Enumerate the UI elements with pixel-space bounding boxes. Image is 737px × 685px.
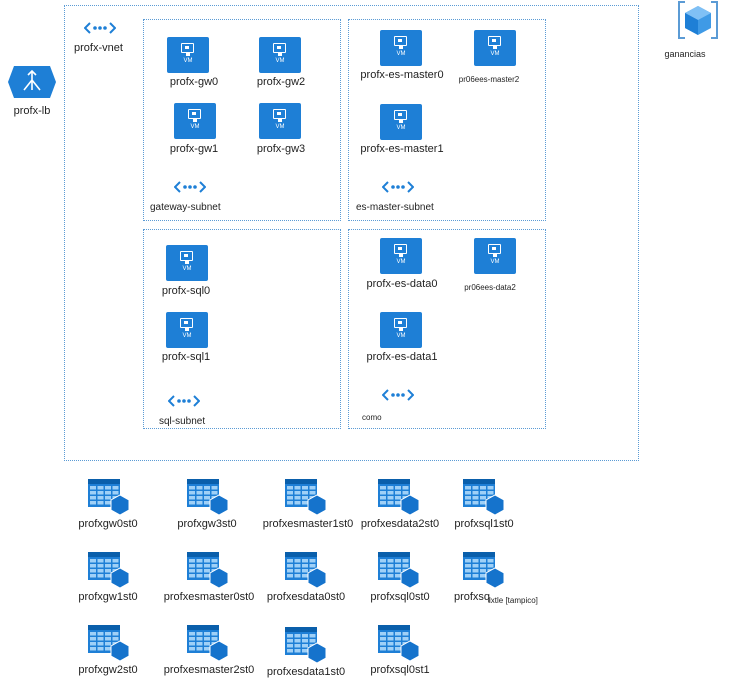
storage-account-label: profxesdata1st0 — [266, 666, 346, 678]
storage-account-label: profxsql0st1 — [370, 664, 430, 676]
storage-account-label: profxesmaster2st0 — [163, 664, 255, 676]
storage-account-icon[interactable] — [86, 477, 132, 517]
storage-account-label: profxsql1st0 — [454, 518, 514, 530]
storage-account-icon[interactable] — [376, 477, 422, 517]
subnet-label: sql-subnet — [159, 416, 206, 427]
resource-group[interactable]: ganancias — [664, 0, 735, 62]
storage-account-icon[interactable] — [185, 550, 231, 590]
vnet-label: profx-vnet — [74, 42, 123, 54]
vm-icon[interactable]: VM — [474, 30, 516, 66]
vm-icon[interactable]: VM — [380, 30, 422, 66]
subnet-icon — [174, 181, 206, 193]
storage-account-icon[interactable] — [376, 550, 422, 590]
storage-account-label: profxesmaster0st0 — [163, 591, 255, 603]
vm-label: profx-gw1 — [169, 143, 219, 155]
storage-account-icon[interactable] — [376, 623, 422, 663]
subnet-es-master[interactable] — [348, 19, 546, 221]
subnet-icon — [382, 389, 414, 401]
vm-icon[interactable]: VM — [166, 312, 208, 348]
load-balancer-label: profx-lb — [13, 105, 51, 117]
subnet-label: gateway-subnet — [150, 202, 221, 213]
vm-icon[interactable]: VM — [380, 238, 422, 274]
vm-label: profx-es-data0 — [366, 278, 438, 290]
storage-account-label: profxgw3st0 — [177, 518, 237, 530]
vm-label: profx-gw0 — [169, 76, 219, 88]
resource-group-label: ganancias — [664, 49, 706, 59]
vm-label: profx-es-master1 — [360, 143, 444, 155]
storage-account-label: profxgw1st0 — [78, 591, 138, 603]
storage-account-label: profxesdata0st0 — [266, 591, 346, 603]
vnet-icon — [84, 22, 116, 34]
storage-account-label: profxsql0st0 — [370, 591, 430, 603]
storage-account-icon[interactable] — [185, 477, 231, 517]
vm-icon[interactable]: VM — [380, 104, 422, 140]
storage-account-icon[interactable] — [283, 550, 329, 590]
subnet-sql[interactable] — [143, 229, 341, 429]
vm-icon[interactable]: VM — [167, 37, 209, 73]
storage-account-icon[interactable] — [461, 550, 507, 590]
storage-account-icon[interactable] — [283, 477, 329, 517]
vm-label: profx-gw2 — [256, 76, 306, 88]
vm-icon[interactable]: VM — [380, 312, 422, 348]
storage-account-label: profxsq — [453, 591, 491, 603]
storage-account-label: profxgw2st0 — [78, 664, 138, 676]
storage-account-icon[interactable] — [461, 477, 507, 517]
storage-account-icon[interactable] — [185, 623, 231, 663]
resource-group-icon — [678, 1, 718, 39]
storage-account-label: profxgw0st0 — [78, 518, 138, 530]
vm-label: pr06ees-data2 — [464, 283, 516, 292]
subnet-icon — [382, 181, 414, 193]
vm-icon[interactable]: VM — [474, 238, 516, 274]
storage-account-icon[interactable] — [283, 625, 329, 665]
vm-icon[interactable]: VM — [166, 245, 208, 281]
storage-account-label: profxesmaster1st0 — [262, 518, 354, 530]
vm-label: profx-es-data1 — [366, 351, 438, 363]
subnet-icon — [168, 395, 200, 407]
vm-label: profx-es-master0 — [360, 69, 444, 81]
vm-label: profx-sql0 — [161, 285, 211, 297]
vm-label: pr06ees-master2 — [458, 75, 520, 84]
storage-account-icon[interactable] — [86, 623, 132, 663]
subnet-como[interactable] — [348, 229, 546, 429]
load-balancer[interactable]: profx-lb — [4, 64, 60, 120]
storage-account-icon[interactable] — [86, 550, 132, 590]
vnet-container[interactable] — [64, 5, 639, 461]
vm-icon[interactable]: VM — [259, 37, 301, 73]
storage-extra-label: lxtle [tampico] — [489, 596, 538, 605]
vm-icon[interactable]: VM — [174, 103, 216, 139]
vm-label: profx-sql1 — [161, 351, 211, 363]
vm-icon[interactable]: VM — [259, 103, 301, 139]
subnet-label: como — [362, 413, 382, 422]
load-balancer-icon — [8, 66, 56, 98]
vm-label: profx-gw3 — [256, 143, 306, 155]
subnet-label: es-master-subnet — [356, 202, 434, 213]
subnet-gateway[interactable] — [143, 19, 341, 221]
storage-account-label: profxesdata2st0 — [360, 518, 440, 530]
